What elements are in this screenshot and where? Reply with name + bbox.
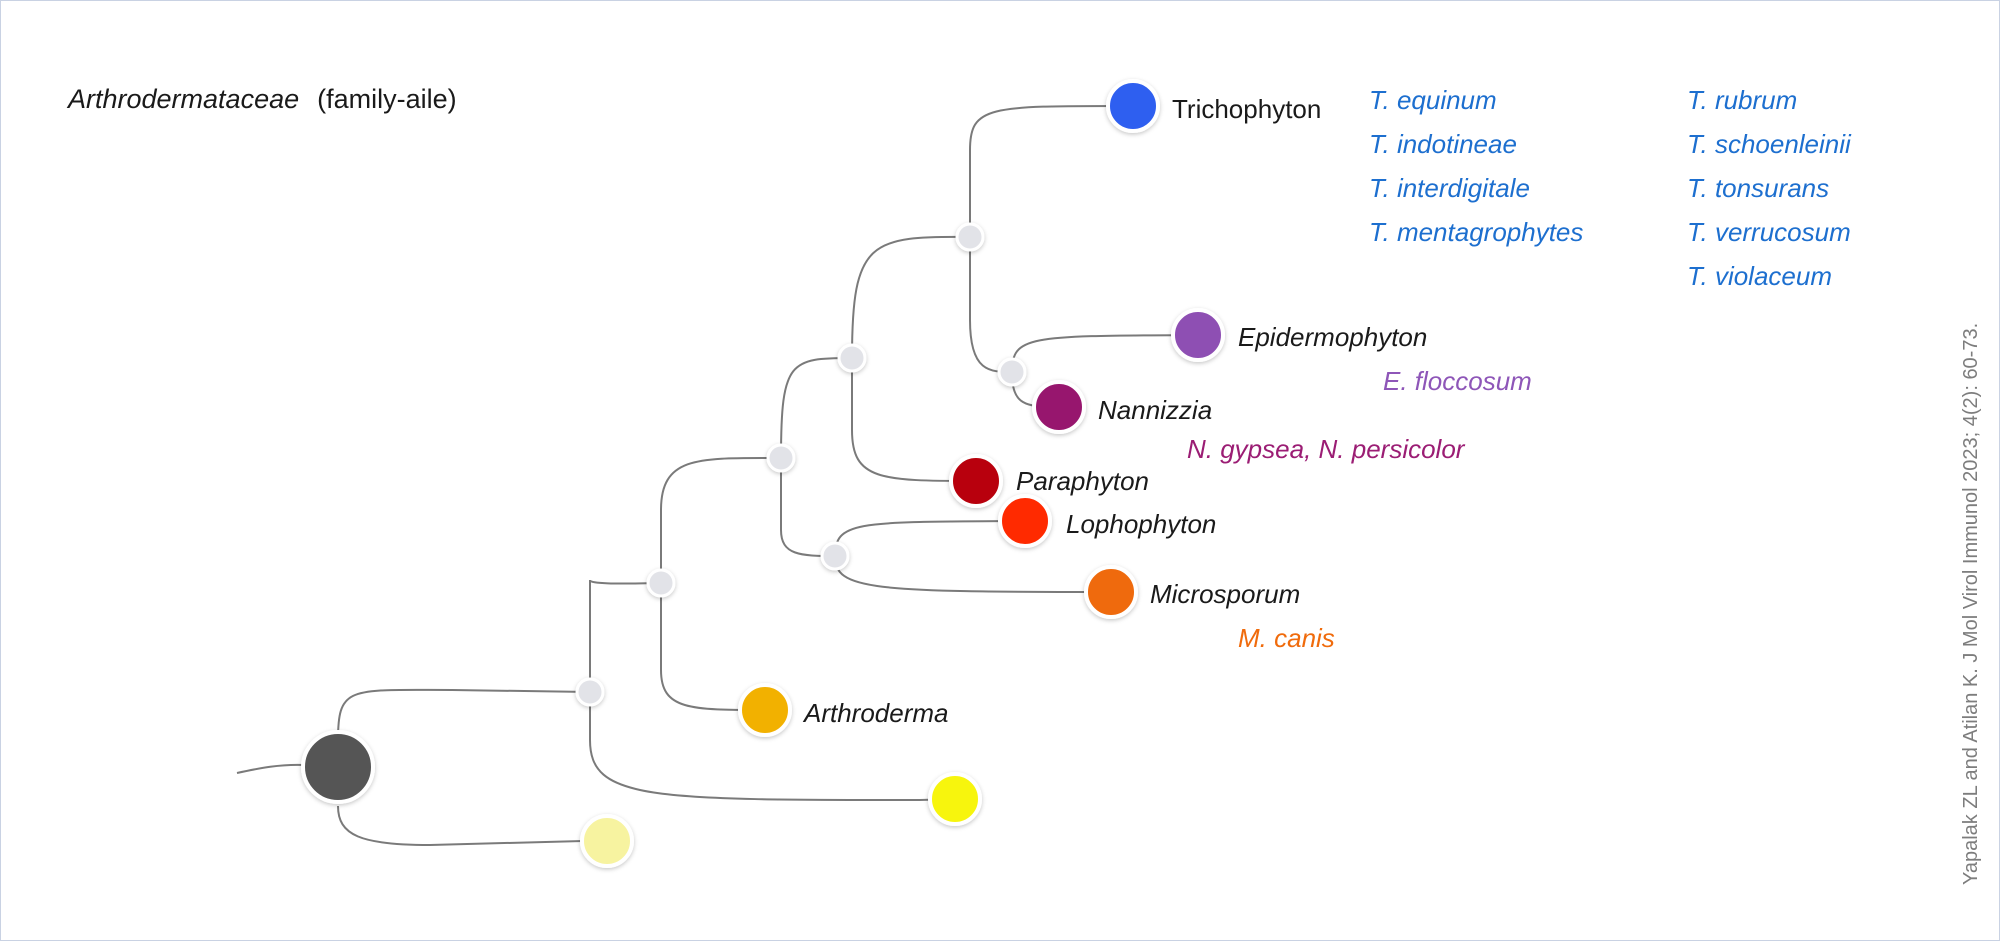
species-label: T. rubrum [1687,85,1797,115]
species-label: E. floccosum [1383,366,1532,396]
genus-label-paraphyton: Paraphyton [1016,466,1149,496]
genus-label-microsporum: Microsporum [1150,579,1300,609]
internal-node [820,541,850,571]
species-label: T. schoenleinii [1687,129,1852,159]
species-label: M. canis [1238,623,1335,653]
branch-to-microsporum [834,555,1112,593]
node-arthroderma [738,683,792,737]
internal-node [575,677,605,707]
node-microsporum [1084,565,1138,619]
genus-label-epidermophyton: Epidermophyton [1238,322,1427,352]
species-label: T. indotineae [1369,129,1517,159]
branch-root-upper [337,688,591,741]
species-label: T. verrucosum [1687,217,1851,247]
internal-node [997,357,1027,387]
branch-root-to-pale [337,805,584,847]
node-unlabeled-yellow [928,772,982,826]
branch-to-trichophyton [969,104,1134,237]
genus-label-arthroderma: Arthroderma [802,698,949,728]
branch-to-lophophyton [834,520,1026,557]
root-node [301,730,375,804]
node-trichophyton [1106,79,1160,133]
branch-to-epidermophyton [1011,334,1199,373]
internal-node [646,568,676,598]
branch-n4-upper [851,235,971,359]
branch-n5 [969,237,1013,373]
internal-node [766,443,796,473]
branch-n1-upper [589,579,662,692]
node-lophophyton [998,494,1052,548]
branch-to-paraphyton [851,358,977,482]
node-epidermophyton [1171,308,1225,362]
node-paraphyton [949,454,1003,508]
branch-n3-upper [780,357,853,459]
genus-label-trichophyton: Trichophyton [1172,94,1321,124]
internal-nodes [575,222,1027,707]
branch-n1-to-yellow [589,692,956,802]
species-label: N. gypsea, N. persicolor [1187,434,1466,464]
species-label: T. equinum [1369,85,1497,115]
branch-root-stem [236,763,306,774]
species-label: T. mentagrophytes [1369,217,1583,247]
branch-n3-lower [780,458,836,557]
species-label: T. violaceum [1687,261,1832,291]
internal-node [837,343,867,373]
node-unlabeled-pale [580,814,634,868]
internal-node [955,222,985,252]
node-nannizzia [1032,380,1086,434]
branch-n2-upper [660,456,782,583]
genus-label-lophophyton: Lophophyton [1066,509,1216,539]
citation-text: Yapalak ZL and Atilan K. J Mol Virol Imm… [1960,323,1982,885]
species-label: T. interdigitale [1369,173,1530,203]
species-label: T. tonsurans [1687,173,1829,203]
page-title: Arthrodermataceae(family-aile) [66,84,457,114]
genus-label-nannizzia: Nannizzia [1098,395,1212,425]
